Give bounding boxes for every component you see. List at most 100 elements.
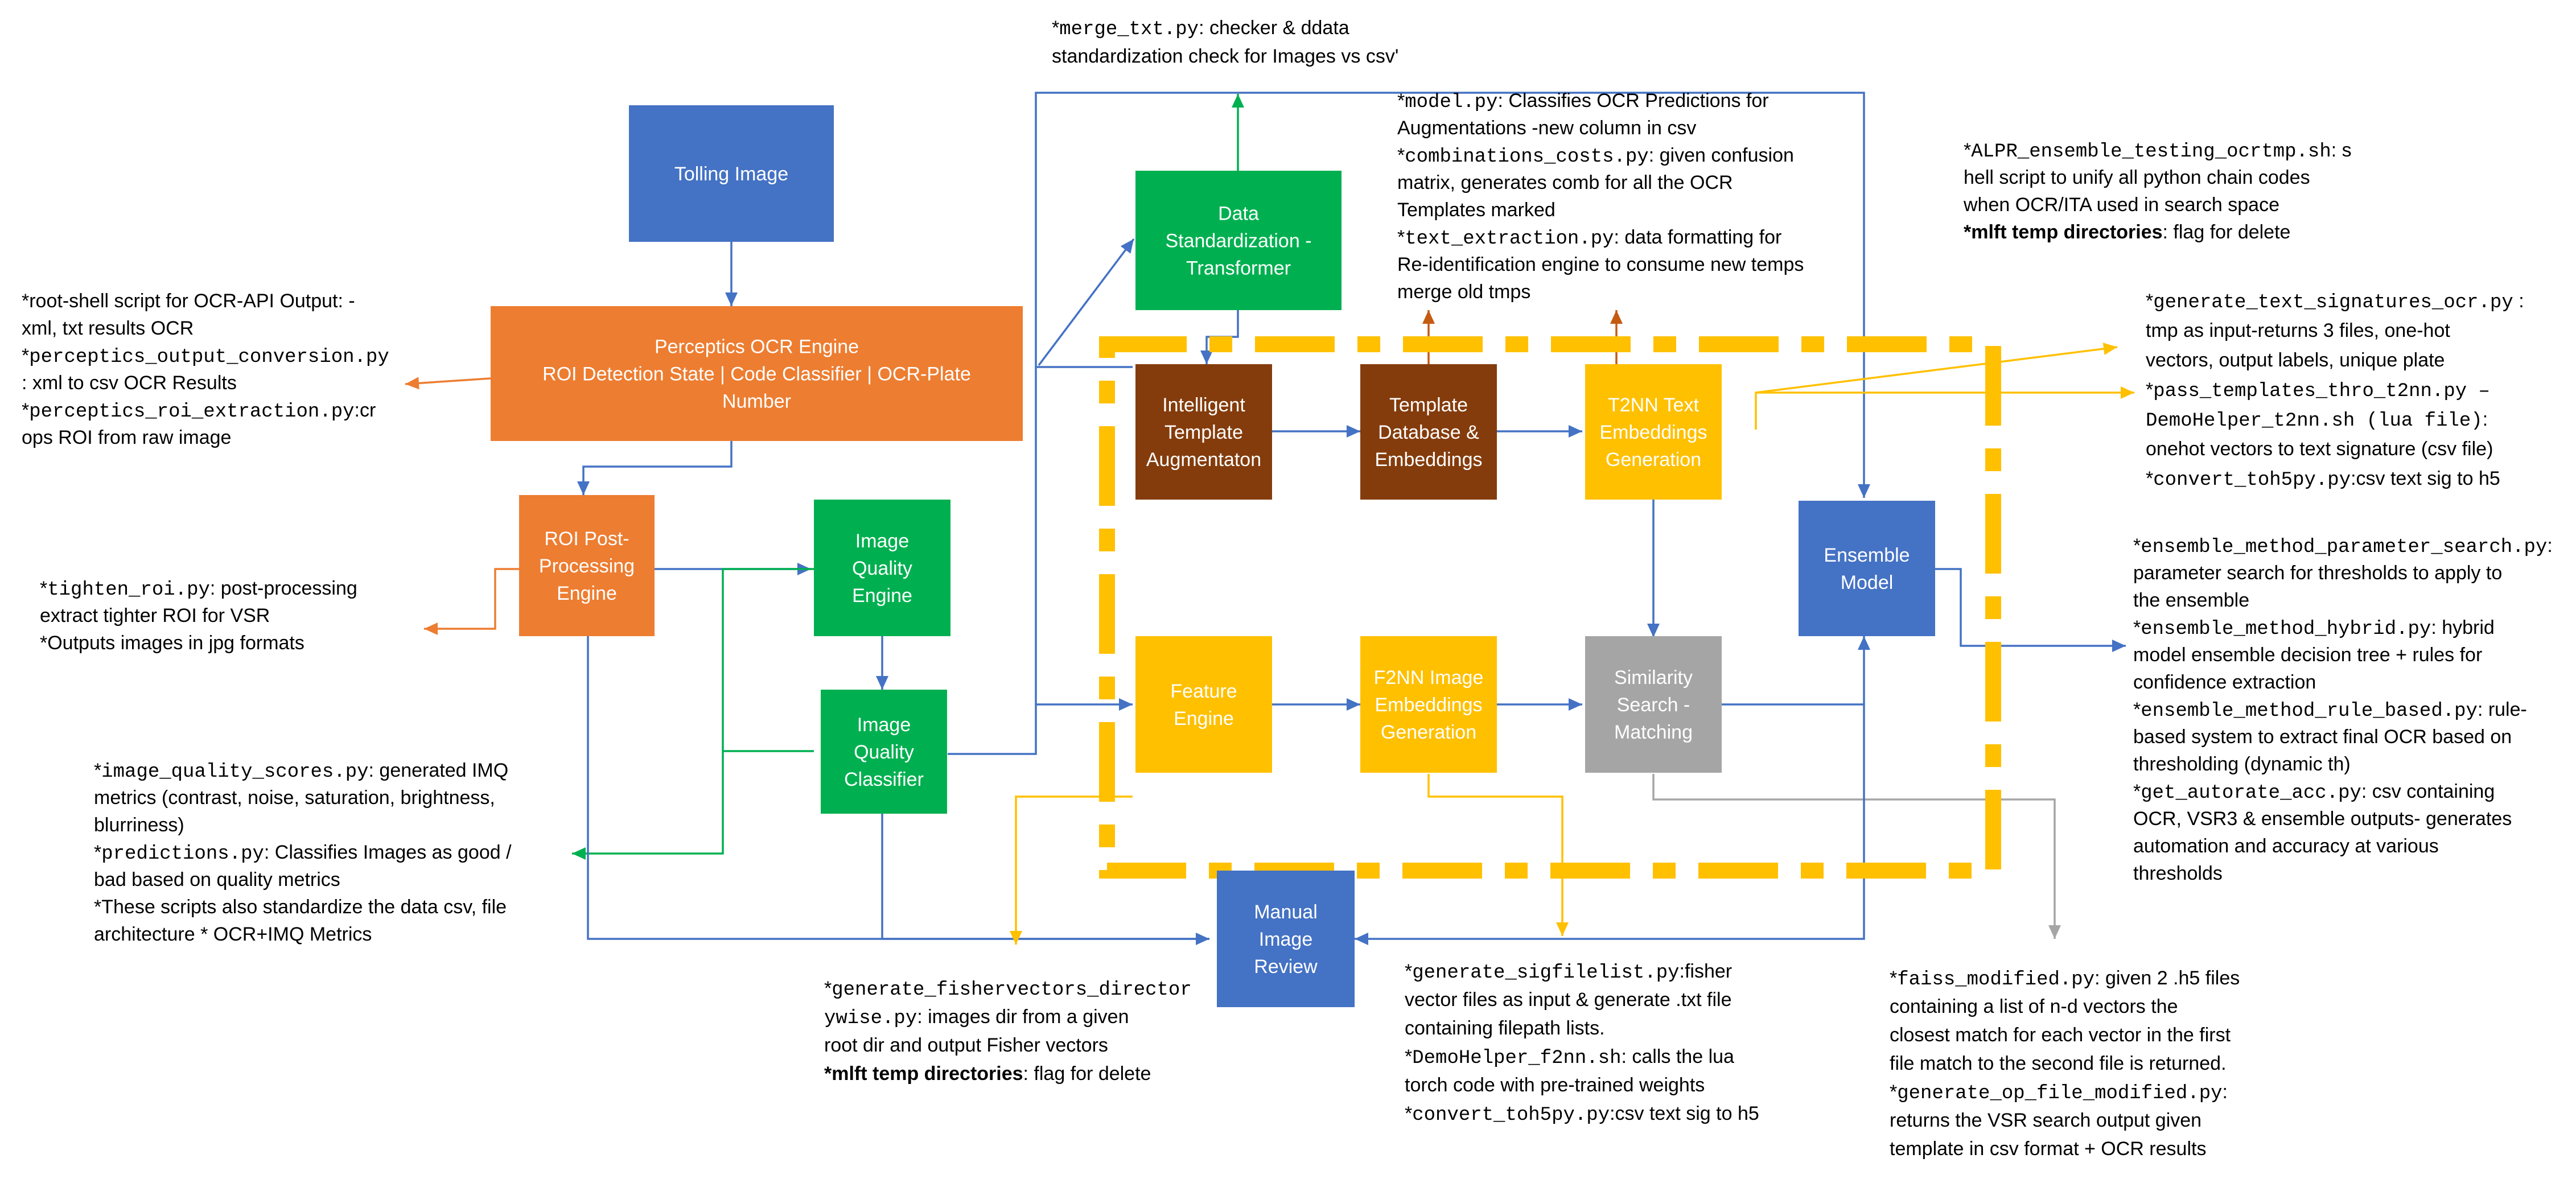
conn-green-to-notes [572, 568, 814, 860]
note-line: metrics (contrast, noise, saturation, br… [94, 787, 495, 809]
note-line: hell script to unify all python chain co… [1964, 167, 2310, 188]
data-standardization-label: Data [1218, 203, 1259, 225]
note-line: vectors, output labels, unique plate [2146, 349, 2445, 371]
f2nn-label: Embeddings [1375, 694, 1482, 716]
note-line: based system to extract final OCR based … [2133, 726, 2512, 748]
conn-ensemble-to-methods [1935, 568, 2126, 652]
note-line: *ensemble_method_parameter_search.py: [2133, 535, 2553, 558]
note-line: *generate_fishervectors_director [824, 978, 1192, 1001]
note-line: vector files as input & generate .txt fi… [1405, 989, 1732, 1011]
note-line: *generate_sigfilelist.py:fisher [1405, 960, 1732, 984]
image-quality-engine-label: Quality [852, 558, 912, 579]
t2nn-label: Embeddings [1599, 422, 1707, 443]
note-line: *ALPR_ensemble_testing_ocrtmp.sh: s [1964, 139, 2352, 163]
conn-similarity-to-ensemble [1722, 636, 1870, 706]
similarity-search-label: Similarity [1614, 667, 1693, 689]
note-line: xml, txt results OCR [22, 318, 194, 339]
faiss-modified-note: *faiss_modified.py: given 2 .h5 files con… [1890, 967, 2240, 1160]
note-line: *Outputs images in jpg formats [40, 632, 304, 654]
manual-review-label: Review [1254, 956, 1318, 978]
f2nn-label: F2NN Image [1374, 667, 1484, 689]
note-line: ops ROI from raw image [22, 427, 231, 448]
conn-perceptics-to-root-note [405, 377, 491, 390]
note-line: *root-shell script for OCR-API Output: - [22, 290, 355, 312]
note-line: *model.py: Classifies OCR Predictions fo… [1397, 90, 1769, 113]
note-line: when OCR/ITA used in search space [1963, 194, 2279, 216]
data-standardization-label: Transformer [1186, 258, 1291, 279]
conn-f2nn-to-sigfile-note [1427, 774, 1569, 936]
fisher-vectors-note: *generate_fishervectors_director ywise.py… [824, 978, 1192, 1085]
note-line: *pass_templates_thro_t2nn.py – [2146, 379, 2490, 402]
conn-perceptics-to-roi [577, 441, 733, 495]
note-line: automation and accuracy at various [2133, 835, 2439, 857]
note-line: model ensemble decision tree + rules for [2133, 644, 2482, 666]
roi-post-processing-label: Processing [539, 555, 635, 577]
note-line: merge old tmps [1397, 281, 1530, 303]
t2nn-label: Generation [1606, 449, 1701, 471]
note-line: file match to the second file is returne… [1890, 1053, 2227, 1074]
note-line: *ensemble_method_rule_based.py: rule- [2133, 699, 2527, 722]
note-line: returns the VSR search output given [1890, 1110, 2201, 1131]
conn-iqe-to-iqc [876, 636, 888, 690]
manual-review-label: Manual [1254, 901, 1318, 923]
similarity-search-label: Search - [1617, 694, 1690, 716]
note-line: Templates marked [1397, 199, 1556, 221]
image-quality-engine-label: Engine [852, 585, 912, 607]
note-line: confidence extraction [2133, 671, 2316, 693]
note-line: *convert_toh5py.py:csv text sig to h5 [2146, 468, 2500, 491]
intelligent-template-label: Intelligent [1162, 394, 1245, 416]
note-line: containing filepath lists. [1405, 1017, 1605, 1039]
t2nn-label: T2NN Text [1608, 394, 1699, 416]
conn-feature-to-f2nn [1269, 698, 1360, 711]
intelligent-template-label: Template [1164, 422, 1243, 443]
conn-feature-to-fisher-note [1010, 795, 1133, 945]
image-quality-classifier-label: Quality [854, 741, 914, 763]
note-line: *faiss_modified.py: given 2 .h5 files [1890, 967, 2240, 991]
connectors [405, 92, 2134, 945]
model-py-note: *model.py: Classifies OCR Predictions fo… [1397, 90, 1804, 303]
ensemble-model-label: Model [1841, 572, 1894, 593]
note-line: Augmentations -new column in csv [1397, 117, 1696, 139]
conn-f2nn-to-similarity [1497, 698, 1582, 711]
note-line: blurriness) [94, 814, 184, 836]
data-standardization-label: Standardization - [1165, 230, 1311, 252]
note-line: *text_extraction.py: data formatting for [1397, 226, 1781, 250]
conn-datastd-to-merge [1232, 94, 1244, 176]
image-quality-classifier-label: Classifier [844, 769, 924, 790]
note-line: bad based on quality metrics [94, 869, 340, 891]
image-quality-scores-note: *image_quality_scores.py: generated IMQm… [94, 760, 512, 945]
template-database-label: Embeddings [1375, 449, 1482, 471]
note-line: tmp as input-returns 3 files, one-hot [2146, 320, 2450, 341]
note-line: containing a list of n-d vectors the [1890, 996, 2178, 1017]
conn-ensemble-to-manual [1355, 704, 1865, 945]
note-line: *mlft temp directories: flag for delete [824, 1063, 1151, 1085]
note-line: ywise.py: images dir from a given [824, 1006, 1129, 1029]
note-line: *perceptics_output_conversion.py [22, 345, 389, 368]
conn-roi-to-manual [587, 636, 1209, 945]
conn-similarity-to-faiss-note [1652, 774, 2061, 939]
note-line: *These scripts also standardize the data… [94, 896, 507, 918]
note-line: architecture * OCR+IMQ Metrics [94, 924, 372, 945]
perceptics-ocr-engine-label: Perceptics OCR Engine [655, 336, 859, 358]
note-line: *predictions.py: Classifies Images as go… [94, 842, 512, 865]
sigfilelist-note: *generate_sigfilelist.py:fishervector fi… [1405, 960, 1759, 1126]
note-line: *DemoHelper_f2nn.sh: calls the lua [1405, 1046, 1734, 1069]
note-line: thresholding (dynamic th) [2133, 753, 2351, 775]
t2nn-f2nn-region [1099, 336, 2001, 879]
tolling-image-label: Tolling Image [674, 163, 788, 185]
note-line: root dir and output Fisher vectors [824, 1034, 1108, 1056]
note-line: : xml to csv OCR Results [22, 372, 237, 394]
note-line: standardization check for Images vs csv' [1052, 46, 1398, 67]
ensemble-model-label: Ensemble [1824, 545, 1910, 566]
note-line: closest match for each vector in the fir… [1890, 1024, 2231, 1046]
conn-t2nn-to-alpr-note [1755, 343, 2118, 394]
